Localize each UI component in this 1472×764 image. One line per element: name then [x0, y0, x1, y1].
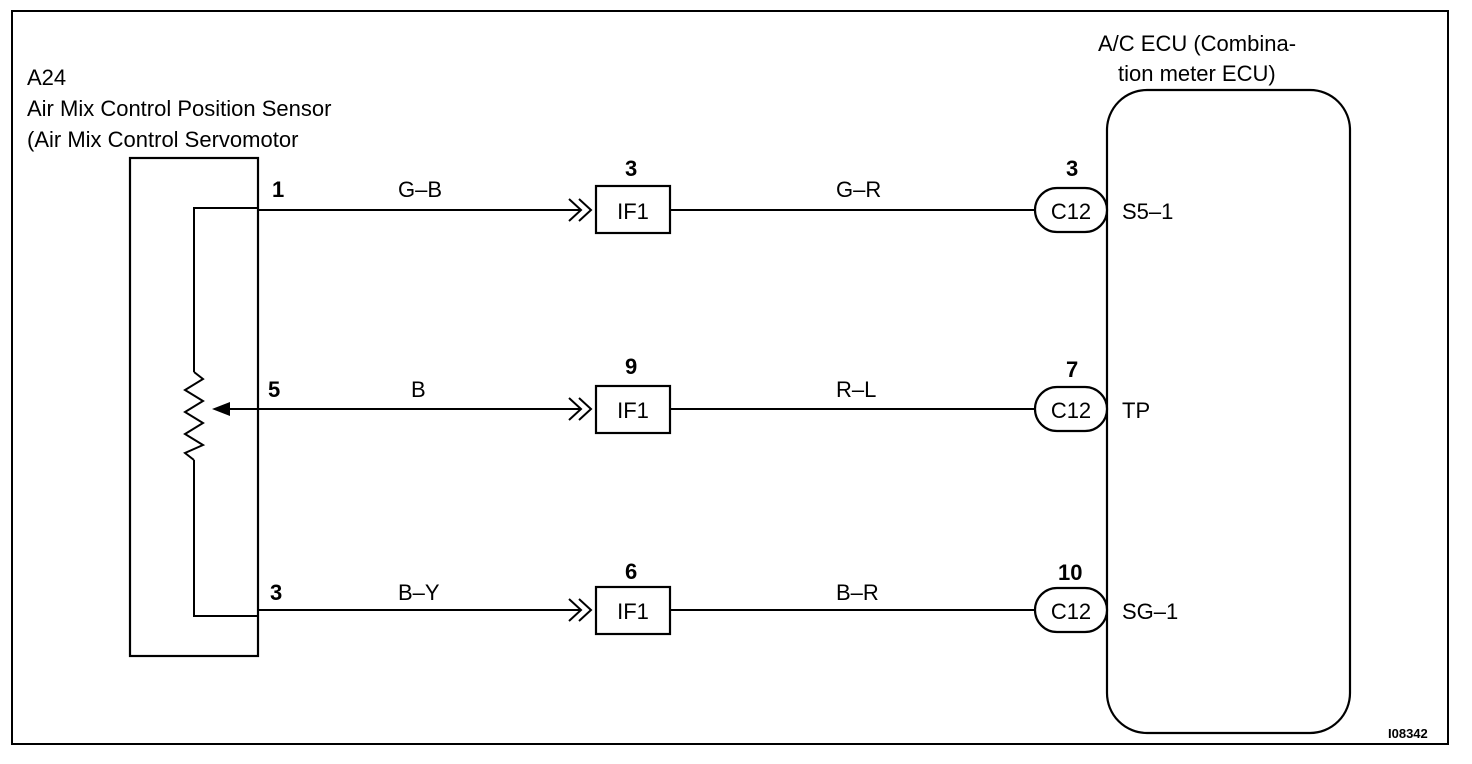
connector-pin-number: 3	[1066, 156, 1078, 181]
connector-chevron-icon	[568, 198, 593, 222]
sensor-component-box	[128, 156, 260, 658]
circuit-row: 5 B 9 IF1 R–L 7 C12 TP	[258, 354, 1150, 435]
connector-chevron-icon	[568, 598, 593, 622]
ecu-connector-label: C12	[1051, 199, 1091, 224]
sensor-internal-wire	[193, 207, 258, 617]
diagram-frame	[11, 10, 1449, 745]
circuit-row: 1 G–B 3 IF1 G–R 3 C12 S5–1	[258, 156, 1173, 235]
ecu-terminal-label: S5–1	[1122, 199, 1173, 224]
junction-label: IF1	[617, 398, 649, 423]
wire-color-left: B	[411, 377, 426, 402]
figure-code: I08342	[1388, 726, 1428, 741]
sensor-pin-number: 5	[268, 377, 280, 402]
junction-pin-number: 6	[625, 559, 637, 584]
wiper-arrow-icon	[212, 402, 230, 416]
connector-chevron-icon	[568, 397, 593, 421]
sensor-pin-number: 3	[270, 580, 282, 605]
ecu-connector-label: C12	[1051, 398, 1091, 423]
ecu-terminal-label: TP	[1122, 398, 1150, 423]
junction-box	[594, 585, 672, 636]
sensor-name-line2: (Air Mix Control Servomotor	[27, 127, 298, 152]
sensor-pin-number: 1	[272, 177, 284, 202]
connector-pin-number: 7	[1066, 357, 1078, 382]
ecu-name-line1: A/C ECU (Combina-	[1098, 31, 1296, 56]
ecu-terminal-label: SG–1	[1122, 599, 1178, 624]
ecu-connector	[1033, 186, 1109, 234]
ecu-connector	[1033, 586, 1109, 634]
connector-pin-number: 10	[1058, 560, 1082, 585]
potentiometer-resistor-icon	[183, 371, 206, 461]
junction-pin-number: 3	[625, 156, 637, 181]
wire-color-left: B–Y	[398, 580, 440, 605]
ecu-connector-label: C12	[1051, 599, 1091, 624]
wire-color-left: G–B	[398, 177, 442, 202]
ecu-name-line2: tion meter ECU)	[1118, 61, 1276, 86]
junction-pin-number: 9	[625, 354, 637, 379]
junction-label: IF1	[617, 199, 649, 224]
sensor-code: A24	[27, 65, 66, 90]
sensor-name-line1: Air Mix Control Position Sensor	[27, 96, 331, 121]
circuit-row: 3 B–Y 6 IF1 B–R 10 C12 SG–1	[258, 559, 1178, 636]
wire-color-right: G–R	[836, 177, 881, 202]
junction-label: IF1	[617, 599, 649, 624]
ecu-connector	[1033, 385, 1109, 433]
wire-color-right: B–R	[836, 580, 879, 605]
wire-color-right: R–L	[836, 377, 876, 402]
